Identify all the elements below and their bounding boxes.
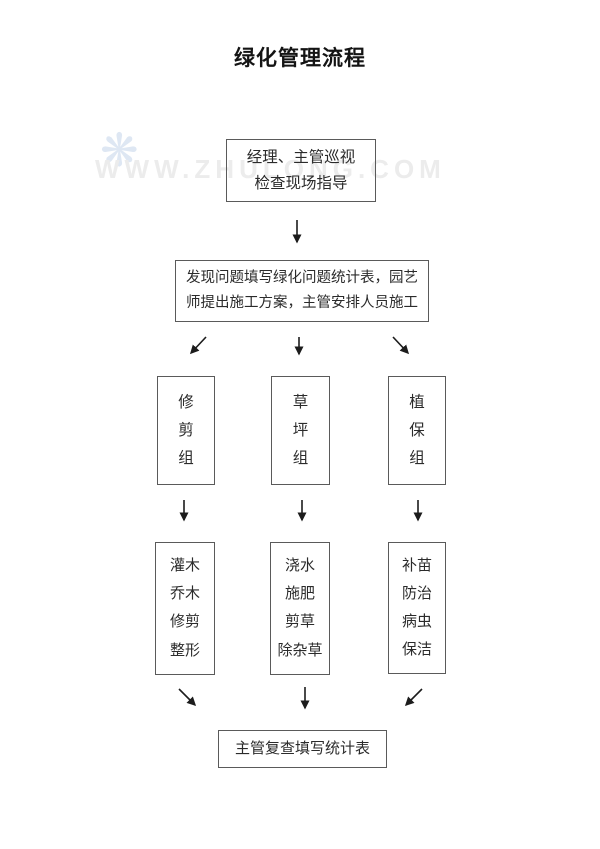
group-char: 坪 [292,421,309,439]
group-char: 剪 [178,421,194,439]
flow-box-problem-report: 发现问题填写绿化问题统计表，园艺 师提出施工方案，主管安排人员施工 [175,260,429,322]
box-text-line: 经理、主管巡视 [246,149,356,167]
arrow-t0-to-final [178,688,197,707]
watermark-flower-icon: ❋ [100,125,139,176]
arrow-t2-to-final [404,688,423,707]
arrow-problem-to-g0 [189,336,207,355]
task-box-pruning: 灌木 乔木 修剪 整形 [155,542,215,675]
task-line: 防治 [401,585,432,602]
task-box-plant-protection: 补苗 防治 病虫 保洁 [388,542,446,674]
group-char: 保 [409,421,425,439]
task-line: 补苗 [401,557,432,574]
flow-box-final-review: 主管复查填写统计表 [218,730,387,768]
task-line: 施肥 [284,586,315,603]
task-line: 浇水 [284,557,315,574]
task-line: 整形 [169,642,200,659]
flow-box-manager-inspection: 经理、主管巡视 检查现场指导 [226,139,376,202]
task-line: 保洁 [401,641,432,658]
box-text-line: 主管复查填写统计表 [234,740,370,757]
group-char: 组 [409,450,425,468]
group-char: 组 [292,450,309,468]
group-box-lawn-team: 草 坪 组 [271,376,330,485]
page-title: 绿化管理流程 [234,46,366,70]
arrow-problem-to-g2 [392,336,410,355]
group-box-pruning-team: 修 剪 组 [157,376,215,485]
group-char: 修 [178,393,194,411]
task-line: 灌木 [169,557,200,574]
box-text-line: 发现问题填写绿化问题统计表，园艺 [186,269,418,286]
group-char: 组 [178,450,194,468]
group-box-plant-protection-team: 植 保 组 [388,376,446,485]
task-line: 剪草 [284,614,315,631]
box-text-line: 检查现场指导 [254,174,348,192]
watermark-text: WWW.ZHULONG.COM [95,154,446,184]
group-char: 草 [292,393,309,411]
task-line: 乔木 [169,586,200,603]
task-line: 除杂草 [277,642,323,659]
box-text-line: 师提出施工方案，主管安排人员施工 [186,294,418,311]
task-line: 病虫 [401,613,432,630]
group-char: 植 [409,393,425,411]
task-box-lawn: 浇水 施肥 剪草 除杂草 [270,542,330,675]
task-line: 修剪 [169,614,200,631]
